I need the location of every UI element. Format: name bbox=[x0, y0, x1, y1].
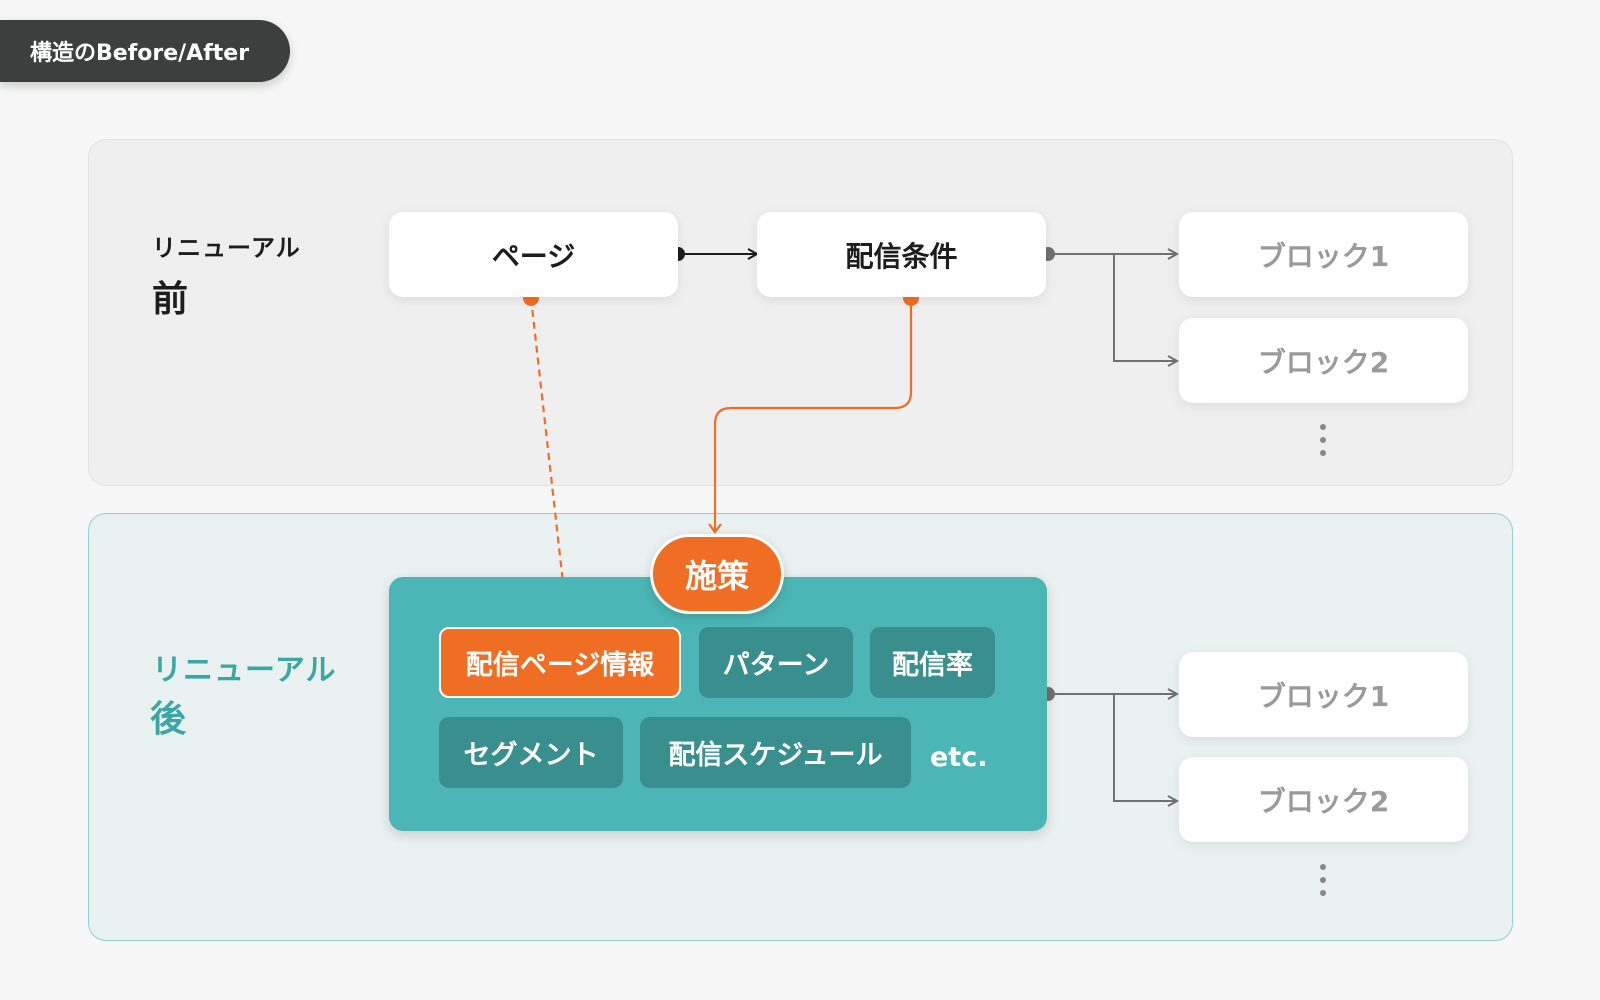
after-more-dots bbox=[1319, 864, 1327, 903]
chip-rate: 配信率 bbox=[870, 627, 995, 698]
before-label: 前 bbox=[152, 279, 189, 320]
chip-pattern: パターン bbox=[699, 627, 853, 698]
measure-pill: 施策 bbox=[650, 534, 784, 614]
before-panel bbox=[88, 139, 1513, 486]
after-subtitle: リニューアル bbox=[152, 653, 337, 688]
after-block2-node: ブロック2 bbox=[1179, 757, 1468, 842]
chip-page-info: 配信ページ情報 bbox=[439, 627, 681, 698]
after-label: 後 bbox=[150, 699, 187, 740]
conditions-to-measure-arrow bbox=[708, 298, 913, 534]
page-title: 構造のBefore/After bbox=[0, 20, 290, 82]
before-block2-node: ブロック2 bbox=[1179, 318, 1468, 403]
page-node: ページ bbox=[389, 212, 678, 297]
before-subtitle: リニューアル bbox=[152, 234, 301, 262]
before-block1-node: ブロック1 bbox=[1179, 212, 1468, 297]
chip-etc-label: etc. bbox=[930, 742, 988, 773]
after-block1-node: ブロック1 bbox=[1179, 652, 1468, 737]
before-more-dots bbox=[1319, 424, 1327, 463]
conditions-node: 配信条件 bbox=[757, 212, 1046, 297]
measure-container bbox=[389, 577, 1047, 831]
conditions-to-block2-arrow bbox=[1113, 254, 1177, 361]
chip-schedule: 配信スケジュール bbox=[640, 717, 911, 788]
measure-to-block2-arrow bbox=[1113, 694, 1177, 801]
chip-segment: セグメント bbox=[439, 717, 623, 788]
